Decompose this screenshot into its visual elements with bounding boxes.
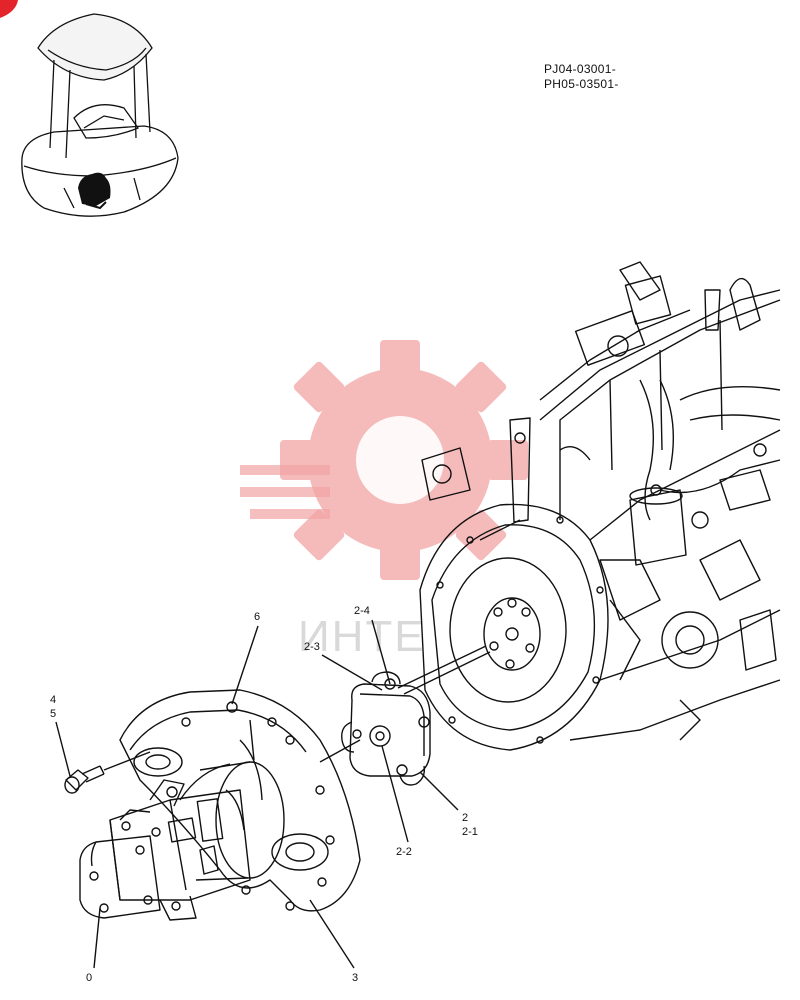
callout-2-3: 2-3	[304, 641, 320, 653]
serial-range-2: PH05-03501-	[544, 77, 619, 91]
callout-2-4: 2-4	[354, 605, 370, 617]
corner-badge-icon	[0, 0, 18, 18]
coupling-assembly	[341, 671, 431, 786]
callout-3: 3	[352, 972, 359, 984]
machine-locator-thumbnail	[21, 13, 179, 217]
gear-watermark-icon	[240, 340, 528, 580]
callout-6: 6	[254, 611, 261, 623]
pump-housing	[119, 689, 361, 912]
cap-screw	[64, 765, 105, 794]
callout-4: 4	[50, 694, 57, 706]
callout-2-2: 2-2	[396, 846, 412, 858]
callout-5: 5	[50, 708, 57, 720]
hydraulic-pump	[79, 761, 285, 921]
callout-0: 0	[86, 972, 93, 984]
watermark-text: ИНТЕ	[298, 612, 426, 661]
callout-2-1: 2-1	[462, 826, 478, 838]
callout-2: 2	[462, 812, 469, 824]
engine-block	[419, 261, 781, 751]
serial-range-1: PJ04-03001-	[544, 62, 617, 76]
